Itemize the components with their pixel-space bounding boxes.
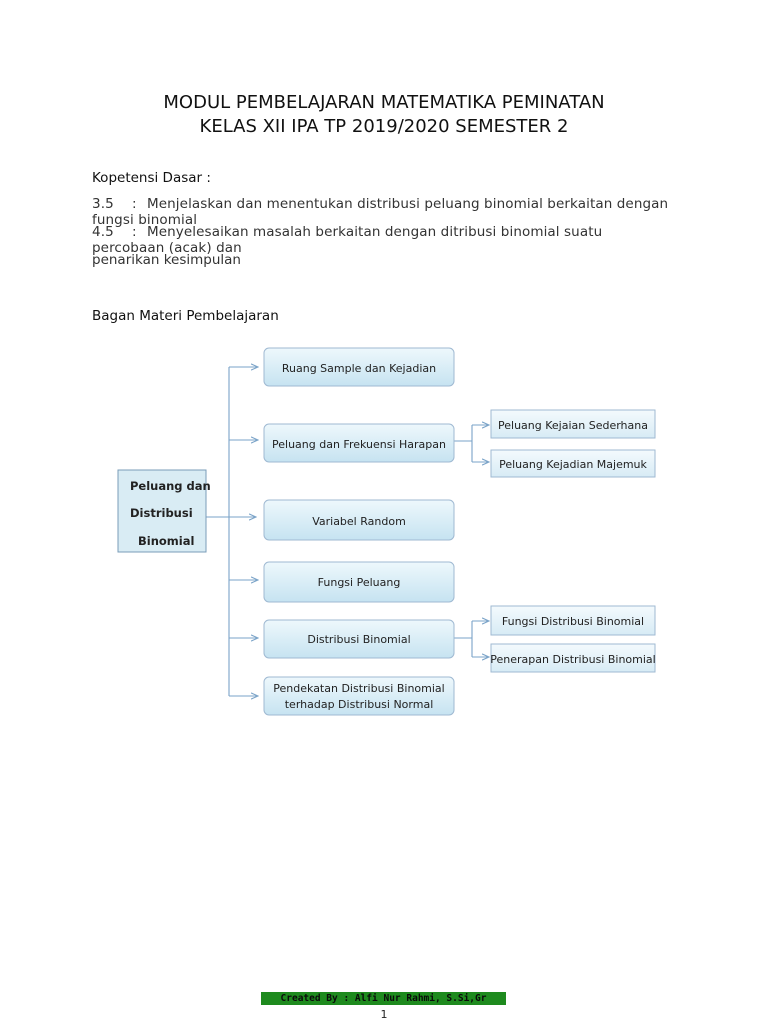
root-node-line2: Distribusi	[130, 506, 193, 520]
sub-branch-box	[490, 409, 656, 439]
branch-box	[263, 676, 455, 716]
branch-box	[263, 561, 455, 603]
document-title-line1: MODUL PEMBELAJARAN MATEMATIKA PEMINATAN	[163, 92, 605, 113]
branch-pendekatan: Pendekatan Distribusi Binomial terhadap …	[263, 676, 455, 716]
branch-variabel-random: Variabel Random	[263, 499, 455, 541]
kompetensi-colon: :	[132, 196, 137, 212]
branch-ruang-sample: Ruang Sample dan Kejadian	[263, 347, 455, 387]
kompetensi-continuation: penarikan kesimpulan	[92, 252, 241, 268]
branch-label: Ruang Sample dan Kejadian	[282, 362, 436, 375]
branch-box	[263, 619, 455, 659]
sub-branch-label: Penerapan Distribusi Binomial	[490, 653, 655, 666]
kompetensi-number: 3.5	[92, 196, 114, 212]
branch-peluang-frekuensi: Peluang dan Frekuensi Harapan	[263, 423, 455, 463]
sub-branch-box	[490, 605, 656, 636]
root-connectors	[206, 367, 258, 696]
sub-branch-kejadian-majemuk: Peluang Kejadian Majemuk	[490, 449, 656, 478]
footer-credit: Created By : Alfi Nur Rahmi, S.Si,Gr	[280, 993, 487, 1004]
root-node: Peluang dan Distribusi Binomial	[117, 469, 211, 553]
branch-label-line1: Pendekatan Distribusi Binomial	[273, 682, 444, 695]
secondary-connectors	[454, 425, 489, 657]
branch-box	[263, 347, 455, 387]
branch-fungsi-peluang: Fungsi Peluang	[263, 561, 455, 603]
root-node-box	[117, 469, 207, 553]
kompetensi-item-3-5: 3.5:Menjelaskan dan menentukan distribus…	[92, 196, 678, 228]
sub-branch-label: Fungsi Distribusi Binomial	[502, 615, 644, 628]
sub-branch-box	[490, 449, 656, 478]
branch-label: Variabel Random	[312, 515, 406, 528]
page-number: 1	[380, 1008, 388, 1021]
branch-label: Peluang dan Frekuensi Harapan	[272, 438, 446, 451]
document-title-line2: KELAS XII IPA TP 2019/2020 SEMESTER 2	[199, 116, 569, 137]
sub-branch-penerapan-distribusi: Penerapan Distribusi Binomial	[490, 643, 656, 673]
sub-branch-box	[490, 643, 656, 673]
root-node-line1: Peluang dan	[130, 479, 211, 493]
footer-credit-background	[261, 992, 506, 1005]
sub-branch-kejadian-sederhana: Peluang Kejaian Sederhana	[490, 409, 656, 439]
branch-box	[263, 499, 455, 541]
branch-box	[263, 423, 455, 463]
kompetensi-item-4-5: 4.5:Menyelesaikan masalah berkaitan deng…	[92, 224, 678, 256]
branch-distribusi-binomial: Distribusi Binomial	[263, 619, 455, 659]
kompetensi-heading: Kopetensi Dasar :	[92, 170, 211, 186]
bagan-heading: Bagan Materi Pembelajaran	[92, 308, 279, 324]
branch-label: Distribusi Binomial	[307, 633, 410, 646]
kompetensi-text: Menyelesaikan masalah berkaitan dengan d…	[92, 224, 603, 256]
kompetensi-text: Menjelaskan dan menentukan distribusi pe…	[92, 196, 669, 228]
sub-branch-label: Peluang Kejaian Sederhana	[498, 419, 648, 432]
kompetensi-colon: :	[132, 224, 137, 240]
kompetensi-number: 4.5	[92, 224, 114, 240]
root-node-line3: Binomial	[138, 534, 194, 548]
sub-branch-label: Peluang Kejadian Majemuk	[499, 458, 647, 471]
sub-branch-fungsi-distribusi: Fungsi Distribusi Binomial	[490, 605, 656, 636]
branch-label: Fungsi Peluang	[318, 576, 401, 589]
branch-label-line2: terhadap Distribusi Normal	[285, 698, 434, 711]
